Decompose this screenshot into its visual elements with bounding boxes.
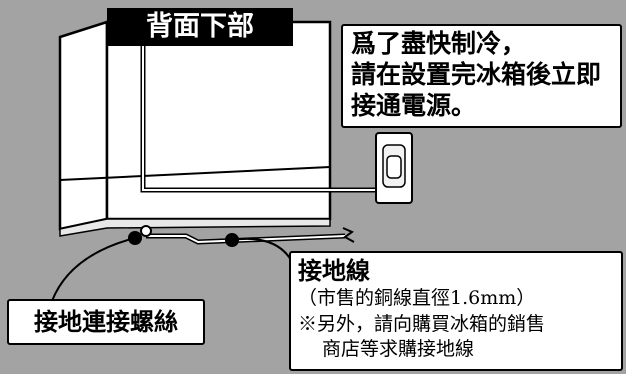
ground-wire-break-icon [342,227,355,243]
screw-leader-line [51,237,136,302]
ground-wire-note-line-2: 商店等求購接地線 [322,338,475,360]
refrigerator-side-panel [58,20,109,231]
ground-wire-inner [146,235,346,244]
ground-screw-icon [140,225,152,237]
ground-wire-title: 接地線 [298,256,370,285]
power-note-line-2: 請在設置完冰箱後立即 [351,60,602,89]
ground-wire-callout: 接地線 （市售的銅線直徑1.6mm） ※另外，請向購買冰箱的銷售 商店等求購接地… [289,251,623,371]
refrigerator-base [59,218,331,237]
outlet-plug [386,155,402,179]
back-bottom-label: 背面下部 [107,8,293,46]
refrigerator-lower-seam [59,166,331,181]
ground-screw-label: 接地連接螺絲 [7,299,205,345]
power-note-callout: 爲了盡快制冷， 請在設置完冰箱後立即 接通電源。 [341,24,622,128]
power-note-line-1: 爲了盡快制冷， [351,29,527,58]
ground-wire-note-line-1: ※另外，請向購買冰箱的銷售 [298,313,546,335]
ground-wire-spec: （市售的銅線直徑1.6mm） [298,287,536,309]
power-note-line-3: 接通電源。 [351,91,477,120]
